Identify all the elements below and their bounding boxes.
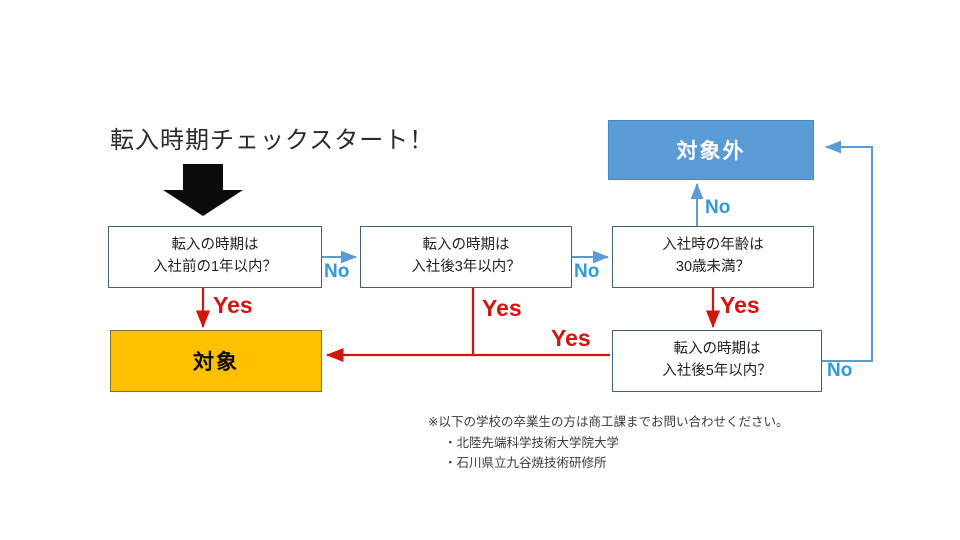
footnote-line-2: ・北陸先端科学技術大学院大学: [444, 435, 620, 450]
decision-q2-line1: 転入の時期は: [422, 237, 510, 254]
decision-q4-line1: 転入の時期は: [673, 341, 761, 358]
footnote-line-3: ・石川県立九谷焼技術研修所: [444, 456, 607, 471]
footnote: ※以下の学校の卒業生の方は商工課までお問い合わせください。 ・北陸先端科学技術大…: [428, 412, 788, 474]
start-arrow-icon: [163, 164, 243, 216]
edge-label-q2-no: No: [574, 261, 600, 282]
edge-q4-no: [822, 140, 873, 362]
result-eligible-label: 対象: [193, 351, 239, 374]
edge-label-q3-yes: Yes: [720, 292, 760, 318]
decision-box-q3[interactable]: 入社時の年齢は 30歳未満？: [612, 226, 814, 288]
result-not-eligible-label: 対象外: [676, 140, 746, 163]
edge-label-q4-yes: Yes: [551, 325, 591, 351]
result-box-not-eligible[interactable]: 対象外: [608, 120, 814, 180]
page-title: 転入時期チェックスタート！: [110, 128, 435, 154]
decision-q1-line1: 転入の時期は: [171, 237, 259, 254]
edge-label-q1-no: No: [324, 261, 350, 282]
edge-q2-yes: [325, 288, 475, 363]
edge-label-q3-no: No: [705, 197, 731, 218]
edge-label-q4-no: No: [827, 360, 853, 381]
decision-q3-line2: 30歳未満？: [675, 259, 751, 275]
result-box-eligible[interactable]: 対象: [110, 330, 322, 392]
edge-label-q1-yes: Yes: [213, 292, 253, 318]
decision-box-q4[interactable]: 転入の時期は 入社後5年以内？: [612, 330, 822, 392]
decision-q2-line2: 入社後3年以内？: [411, 259, 521, 275]
decision-q3-line1: 入社時の年齢は: [662, 237, 764, 254]
decision-q1-line2: 入社前の1年以内？: [152, 259, 278, 275]
decision-box-q1[interactable]: 転入の時期は 入社前の1年以内？: [108, 226, 322, 288]
footnote-line-1: ※以下の学校の卒業生の方は商工課までお問い合わせください。: [428, 415, 789, 429]
decision-q4-line2: 入社後5年以内？: [662, 363, 772, 379]
decision-box-q2[interactable]: 転入の時期は 入社後3年以内？: [360, 226, 572, 288]
edge-label-q2-yes: Yes: [482, 295, 522, 321]
